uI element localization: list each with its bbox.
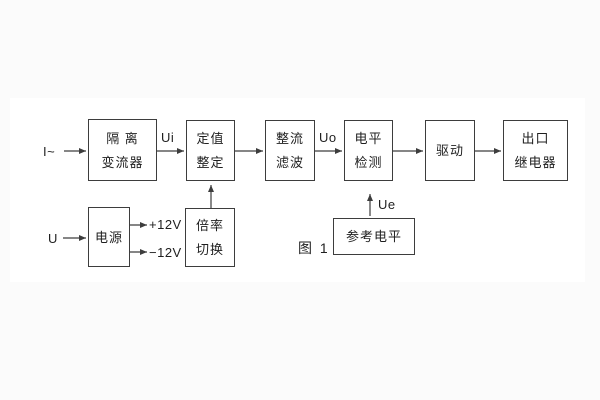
block-text-line: 电源: [94, 229, 123, 245]
block-text-line: 倍率: [195, 218, 224, 233]
block-text-line: 切换: [195, 242, 224, 257]
block-text-line: 电平: [354, 131, 383, 146]
block-power-supply: 电源: [88, 207, 130, 267]
label-uo-signal: Uo: [319, 130, 337, 145]
block-text-line: 参考电平: [345, 229, 402, 244]
label-input-voltage: U: [48, 231, 58, 246]
block-text-line: 变流器: [101, 154, 144, 170]
block-text-line: 检测: [354, 155, 383, 170]
label-plus-12v: +12V: [149, 217, 182, 232]
block-rectifier-filter: 整流 滤波: [265, 120, 315, 181]
block-output-relay: 出口 继电器: [503, 120, 568, 181]
block-text-line: 整流: [275, 131, 304, 146]
block-text-line: 定值: [196, 131, 225, 146]
label-minus-12v: −12V: [149, 245, 182, 260]
label-ue-signal: Ue: [378, 197, 396, 212]
figure-caption: 图 1: [298, 240, 330, 256]
block-text-line: 隔 离: [106, 130, 139, 146]
block-text-line: 继电器: [514, 155, 557, 170]
block-text-line: 整定: [196, 155, 225, 170]
block-setpoint-adjust: 定值 整定: [186, 120, 235, 181]
block-text-line: 滤波: [275, 155, 304, 170]
block-reference-level: 参考电平: [333, 218, 415, 255]
block-drive: 驱动: [425, 120, 475, 181]
block-level-detect: 电平 检测: [344, 120, 393, 181]
block-text-line: 出口: [521, 131, 550, 146]
label-input-current: I~: [43, 144, 56, 159]
block-ratio-switch: 倍率 切换: [185, 208, 235, 267]
block-text-line: 驱动: [435, 143, 464, 158]
block-isolation-transformer: 隔 离 变流器: [88, 119, 157, 181]
label-ui-signal: Ui: [161, 130, 175, 145]
